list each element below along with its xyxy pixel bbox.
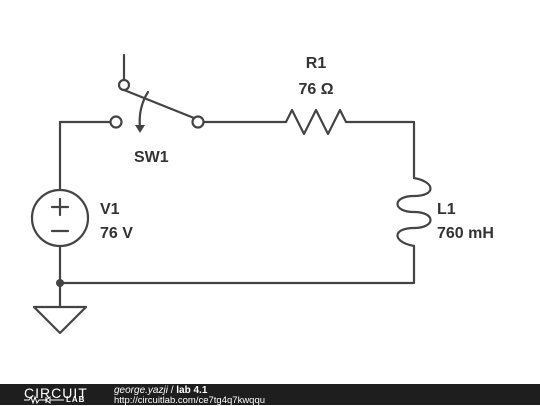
circuit-meta: george.yazji / lab 4.1 xyxy=(114,385,207,396)
footer-bar: CIRCUIT LAB george.yazji / lab 4.1 http:… xyxy=(0,384,540,406)
meta-separator: / xyxy=(167,385,177,396)
resistor-value-label: 76 Ω xyxy=(298,81,333,98)
switch-blade xyxy=(122,88,196,120)
switch-left-terminal xyxy=(109,115,123,129)
circuit-logo-icon xyxy=(24,395,64,404)
logo-text-circuit: CIRCUIT xyxy=(24,385,88,401)
circuit-title[interactable]: lab 4.1 xyxy=(176,385,208,396)
resistor-name-label: R1 xyxy=(306,55,327,72)
voltage-source-value-label: 76 V xyxy=(100,225,133,242)
circuit-schematic: SW1 R1 76 Ω L1 760 mH V1 76 V xyxy=(30,53,494,335)
wire-inductor-to-bottom xyxy=(58,244,416,285)
switch-right-terminal xyxy=(191,115,205,129)
author-name[interactable]: george.yazji xyxy=(114,385,168,396)
ground-icon xyxy=(32,305,88,335)
resistor-r1 xyxy=(278,108,354,136)
inductor-l1-coils xyxy=(396,176,432,248)
voltage-source-body xyxy=(30,188,90,248)
circuit-url-link[interactable]: http://circuitlab.com/ce7tg4q7kwqqu xyxy=(114,395,266,406)
inductor-value-label: 760 mH xyxy=(437,225,494,242)
logo-text-lab: LAB xyxy=(66,395,86,404)
voltage-source-v1 xyxy=(30,188,90,248)
inductor-name-label: L1 xyxy=(437,201,456,218)
plus-sign-icon xyxy=(50,197,70,217)
switch-actuator-terminal xyxy=(117,78,131,92)
wire-resistor-to-inductor xyxy=(350,120,416,180)
switch-name-label: SW1 xyxy=(134,149,169,166)
switch-sw1 xyxy=(109,53,205,133)
switch-motion-arc xyxy=(138,90,150,130)
junction-dot xyxy=(56,279,64,287)
voltage-source-name-label: V1 xyxy=(100,201,120,218)
switch-motion-arrowhead xyxy=(135,125,145,133)
